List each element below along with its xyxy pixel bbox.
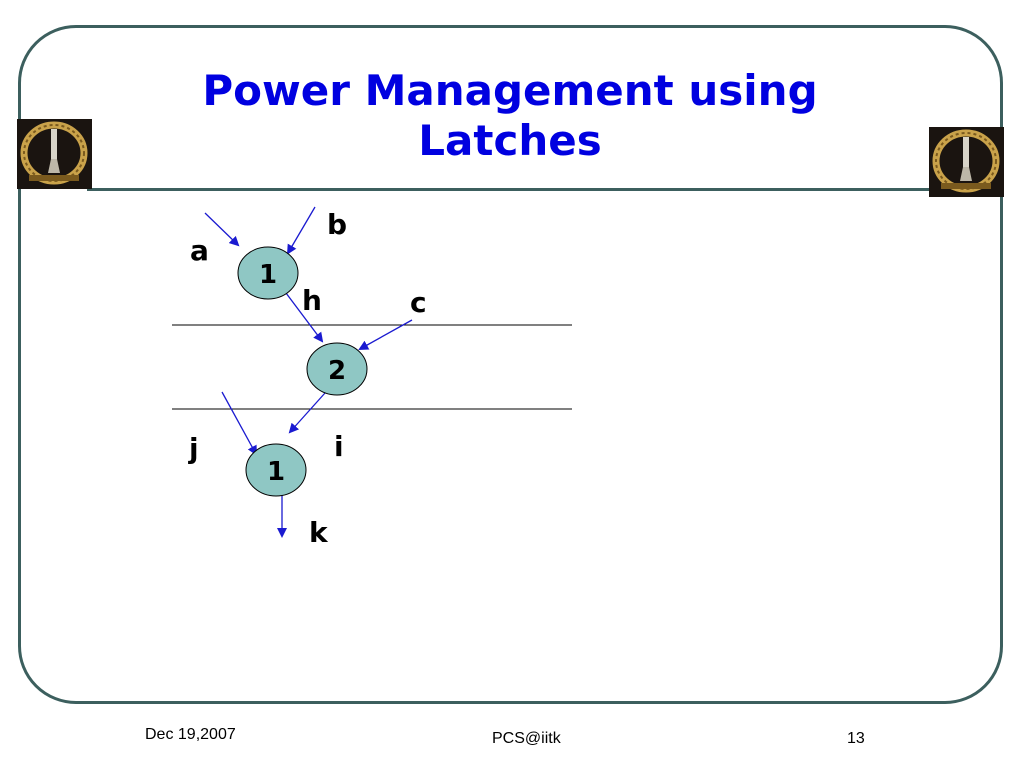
slide-title: Power Management using Latches — [202, 66, 818, 165]
node-1-bottom: 1 — [245, 443, 307, 497]
footer-date: Dec 19,2007 — [145, 726, 236, 743]
title-divider — [87, 188, 947, 191]
footer-center-text: PCS@iitk — [492, 730, 561, 747]
page-number: 13 — [847, 730, 865, 747]
edge-c — [358, 319, 413, 350]
edge-label-j: j — [188, 432, 199, 465]
slide-frame — [18, 25, 1003, 704]
edge-label-c: c — [410, 286, 427, 319]
edge-label-i: i — [334, 430, 344, 463]
node-2-mid: 2 — [306, 342, 368, 396]
node-label: 1 — [267, 457, 285, 487]
edge-a — [204, 212, 240, 247]
iitk-emblem-icon — [929, 127, 1004, 197]
edge-label-h: h — [302, 284, 322, 317]
edge-label-b: b — [327, 208, 347, 241]
edge-label-a: a — [190, 234, 209, 267]
node-label: 1 — [259, 260, 277, 290]
node-label: 2 — [328, 356, 346, 386]
edge-i — [288, 392, 326, 434]
edge-label-k: k — [309, 516, 329, 549]
node-1-top: 1 — [237, 246, 299, 300]
edge-b — [286, 206, 316, 255]
edge-h — [282, 288, 324, 343]
edge-j — [221, 391, 257, 456]
iitk-emblem-icon — [17, 119, 92, 189]
